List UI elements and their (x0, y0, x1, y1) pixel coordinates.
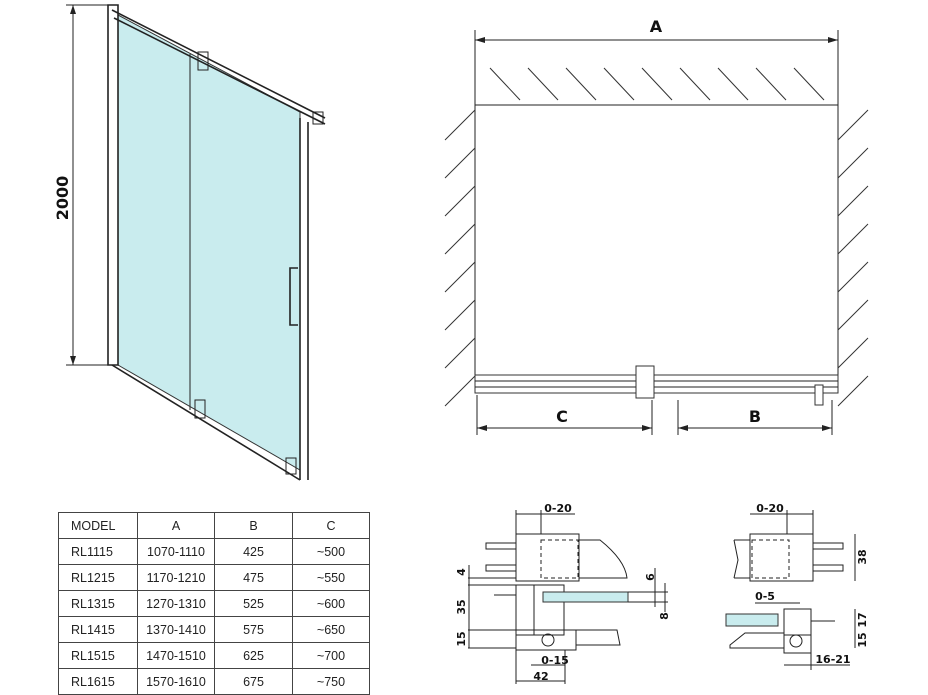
wall-hatch (565, 67, 597, 101)
table-cell: 1370-1410 (137, 616, 215, 643)
dim-15-left: 15 (455, 631, 468, 646)
wall-hatch (489, 67, 521, 101)
plan-view: A C B (444, 17, 869, 435)
dimension-c: C (556, 407, 568, 426)
table-header-row: MODEL A B C (58, 512, 370, 539)
dim-0-20-left: 0-20 (544, 502, 572, 515)
table-cell: RL1515 (58, 642, 138, 669)
table-cell: 1070-1110 (137, 538, 215, 565)
door-handle-icon (289, 267, 298, 326)
dim-0-15: 0-15 (541, 654, 569, 667)
header-c: C (292, 512, 370, 539)
table-cell: ~750 (292, 668, 370, 695)
table-cell: 425 (214, 538, 293, 565)
wall-hatch (837, 375, 869, 407)
wall-hatch (837, 223, 869, 255)
dim-0-5: 0-5 (755, 590, 775, 603)
header-b: B (214, 512, 293, 539)
table-cell: ~550 (292, 564, 370, 591)
wall-hatch (444, 337, 476, 369)
dim-35: 35 (455, 599, 468, 614)
wall-hatch (837, 299, 869, 331)
wall-hatch (837, 147, 869, 179)
table-cell: 1570-1610 (137, 668, 215, 695)
dim-4: 4 (455, 568, 468, 576)
table-cell: RL1615 (58, 668, 138, 695)
wall-hatch (755, 67, 787, 101)
dimension-b: B (749, 407, 761, 426)
dimension-a: A (650, 17, 663, 36)
wall-hatch (444, 223, 476, 255)
dim-16-21: 16-21 (815, 653, 850, 666)
table-cell: ~600 (292, 590, 370, 617)
table-cell: 525 (214, 590, 293, 617)
table-cell: RL1215 (58, 564, 138, 591)
height-dimension: 2000 (53, 176, 72, 221)
wall-hatch (444, 109, 476, 141)
wall-hatch (444, 375, 476, 407)
wall-hatch (679, 67, 711, 101)
table-cell: 1270-1310 (137, 590, 215, 617)
table-cell: RL1415 (58, 616, 138, 643)
wall-hatch (527, 67, 559, 101)
dim-17: 17 (856, 612, 869, 627)
dim-6: 6 (644, 573, 657, 581)
dim-15-right: 15 (856, 632, 869, 647)
wall-hatch (444, 147, 476, 179)
table-cell: 1470-1510 (137, 642, 215, 669)
table-cell: RL1315 (58, 590, 138, 617)
detail-right: 0-20 38 0-5 17 15 16-21 (725, 502, 869, 670)
dim-0-20-right: 0-20 (756, 502, 784, 515)
door-elevation: 2000 (53, 4, 326, 481)
wall-hatch (793, 67, 825, 101)
wall-hatch (641, 67, 673, 101)
header-model: MODEL (58, 512, 138, 539)
table-cell: 625 (214, 642, 293, 669)
wall-hatch (603, 67, 635, 101)
dim-42: 42 (533, 670, 548, 683)
wall-hatch (837, 337, 869, 369)
wall-hatch (717, 67, 749, 101)
wall-hatch (837, 185, 869, 217)
wall-hatch (444, 261, 476, 293)
header-a: A (137, 512, 215, 539)
table-cell: RL1115 (58, 538, 138, 565)
table-cell: ~650 (292, 616, 370, 643)
table-cell: 675 (214, 668, 293, 695)
wall-hatch (837, 109, 869, 141)
table-cell: ~500 (292, 538, 370, 565)
table-cell: 1170-1210 (137, 564, 215, 591)
dim-8: 8 (658, 612, 671, 620)
table-cell: 575 (214, 616, 293, 643)
dim-38: 38 (856, 549, 869, 564)
wall-hatch (444, 299, 476, 331)
table-cell: 475 (214, 564, 293, 591)
detail-left: 0-20 4 35 15 6 8 0-15 42 (455, 502, 671, 684)
wall-hatch (837, 261, 869, 293)
table-cell: ~700 (292, 642, 370, 669)
wall-hatch (444, 185, 476, 217)
